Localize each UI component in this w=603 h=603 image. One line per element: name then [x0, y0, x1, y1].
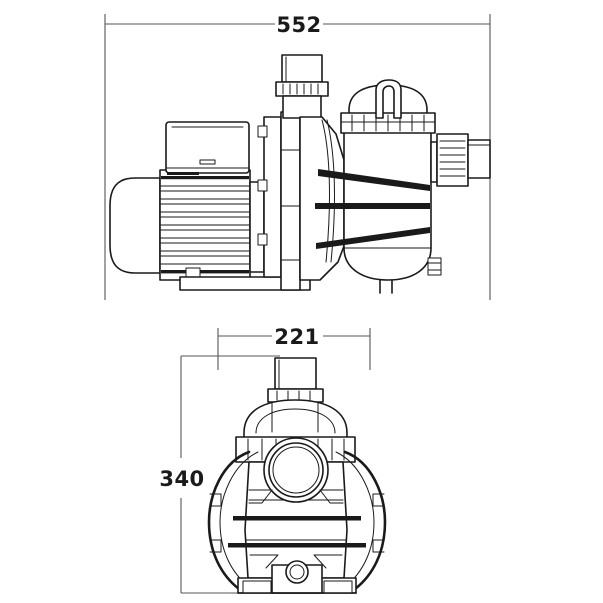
- top-port-ring: [267, 388, 324, 403]
- circular-inspection-port: [263, 437, 329, 503]
- motor-cooling-ribs: [160, 176, 250, 274]
- front-shade-band-upper: [233, 516, 361, 521]
- strainer-transition: [299, 116, 345, 281]
- curved-side-rails: [207, 450, 387, 591]
- discharge-pipe-stub: [467, 139, 491, 179]
- motor-mounting-foot: [179, 267, 311, 291]
- front-shade-band-lower: [228, 543, 366, 548]
- motor-adapter-band: [249, 181, 265, 273]
- discharge-assembly: [430, 133, 491, 187]
- flange-boss-top: [257, 125, 268, 138]
- flange-boss-low: [257, 233, 268, 246]
- port-neck: [282, 95, 322, 119]
- shade-band-mid: [315, 203, 430, 209]
- front-view: [207, 357, 387, 594]
- dimension-221: 221: [217, 325, 371, 370]
- dimension-label-221: 221: [274, 325, 319, 349]
- strainer-pot: [315, 131, 432, 281]
- pot-bottom-details: [379, 257, 442, 294]
- top-suction-port: [275, 54, 329, 119]
- drain-plug: [427, 257, 442, 276]
- bottom-drain-port: [285, 560, 309, 584]
- side-view: [109, 54, 491, 294]
- front-base-feet: [237, 560, 357, 594]
- dimension-label-552: 552: [276, 13, 321, 37]
- suction-pipe: [281, 54, 323, 83]
- motor-fan-cover: [109, 177, 161, 274]
- junction-box: [165, 121, 250, 175]
- dimension-label-340: 340: [159, 467, 204, 491]
- lid-handle: [375, 79, 402, 119]
- front-lid-shoulder: [243, 399, 348, 441]
- front-inner-gussets: [248, 489, 344, 569]
- strainer-lid: [340, 79, 436, 134]
- dimension-340: 340: [159, 355, 280, 594]
- flange-boss-mid: [257, 179, 268, 192]
- discharge-nut-knurl: [439, 140, 466, 177]
- top-port-ring-ribs: [276, 390, 311, 401]
- foot-right: [323, 580, 353, 594]
- shade-band-low: [316, 227, 430, 249]
- front-top-port: [267, 357, 324, 403]
- lid-dome-front: [243, 399, 348, 441]
- foot-left: [242, 580, 272, 594]
- discharge-union-nut: [436, 133, 469, 187]
- union-nut-knurled: [275, 81, 329, 97]
- shade-band-top: [318, 169, 430, 191]
- discharge-collar: [430, 141, 438, 183]
- union-nut-knurl-lines: [282, 83, 319, 95]
- top-port-neck: [274, 357, 317, 390]
